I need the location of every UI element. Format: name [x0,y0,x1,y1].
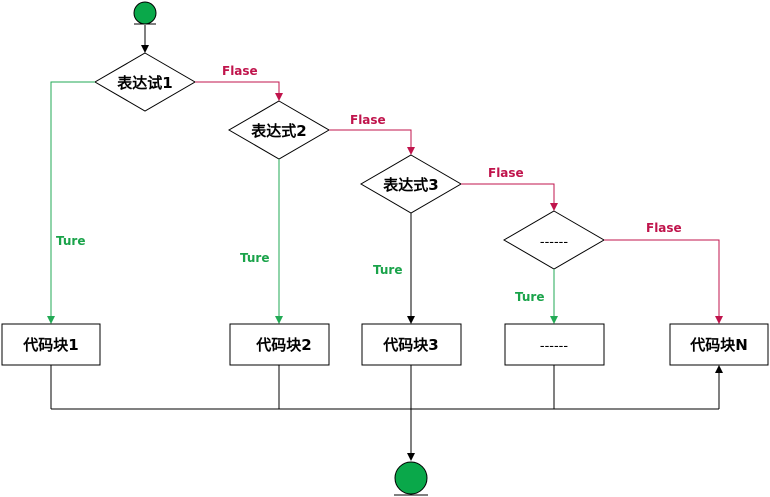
merge-connectors [50,365,719,410]
decision-4: ------ [503,210,605,270]
edge-false-3 [461,183,558,211]
code-block-3-label: 代码块3 [382,336,438,354]
edge-true-1 [47,81,95,324]
code-block-1: 代码块1 [1,323,101,366]
decision-1-label: 表达试1 [117,74,172,92]
code-block-n: 代码块N [669,323,769,366]
false-label-1: Flase [222,64,258,78]
false-label-4: Flase [646,221,682,235]
false-label-2: Flase [350,113,386,127]
edge-false-2 [329,129,415,155]
true-label-2: Ture [240,251,269,265]
code-block-3: 代码块3 [361,323,462,366]
decision-2-label: 表达式2 [251,122,306,140]
true-label-4: Ture [515,290,544,304]
decision-3: 表达式3 [360,154,462,214]
code-block-n-label: 代码块N [689,336,748,354]
decision-1: 表达试1 [94,52,196,112]
code-block-4-label: ------ [540,339,568,354]
decision-3-label: 表达式3 [383,176,438,194]
edge-false-4 [604,239,723,324]
false-label-3: Flase [488,166,524,180]
true-label-3: Ture [373,263,402,277]
edge-false-1 [195,81,283,101]
end-terminal [394,461,428,496]
code-block-4: ------ [504,323,605,366]
decision-4-label: ------ [540,235,568,250]
code-block-2: 代码块2 [229,323,330,366]
true-label-1: Ture [56,234,85,248]
code-block-2-label: 代码块2 [255,336,311,354]
decision-2: 表达式2 [228,100,330,160]
start-terminal [133,1,157,25]
code-block-1-label: 代码块1 [22,336,78,354]
